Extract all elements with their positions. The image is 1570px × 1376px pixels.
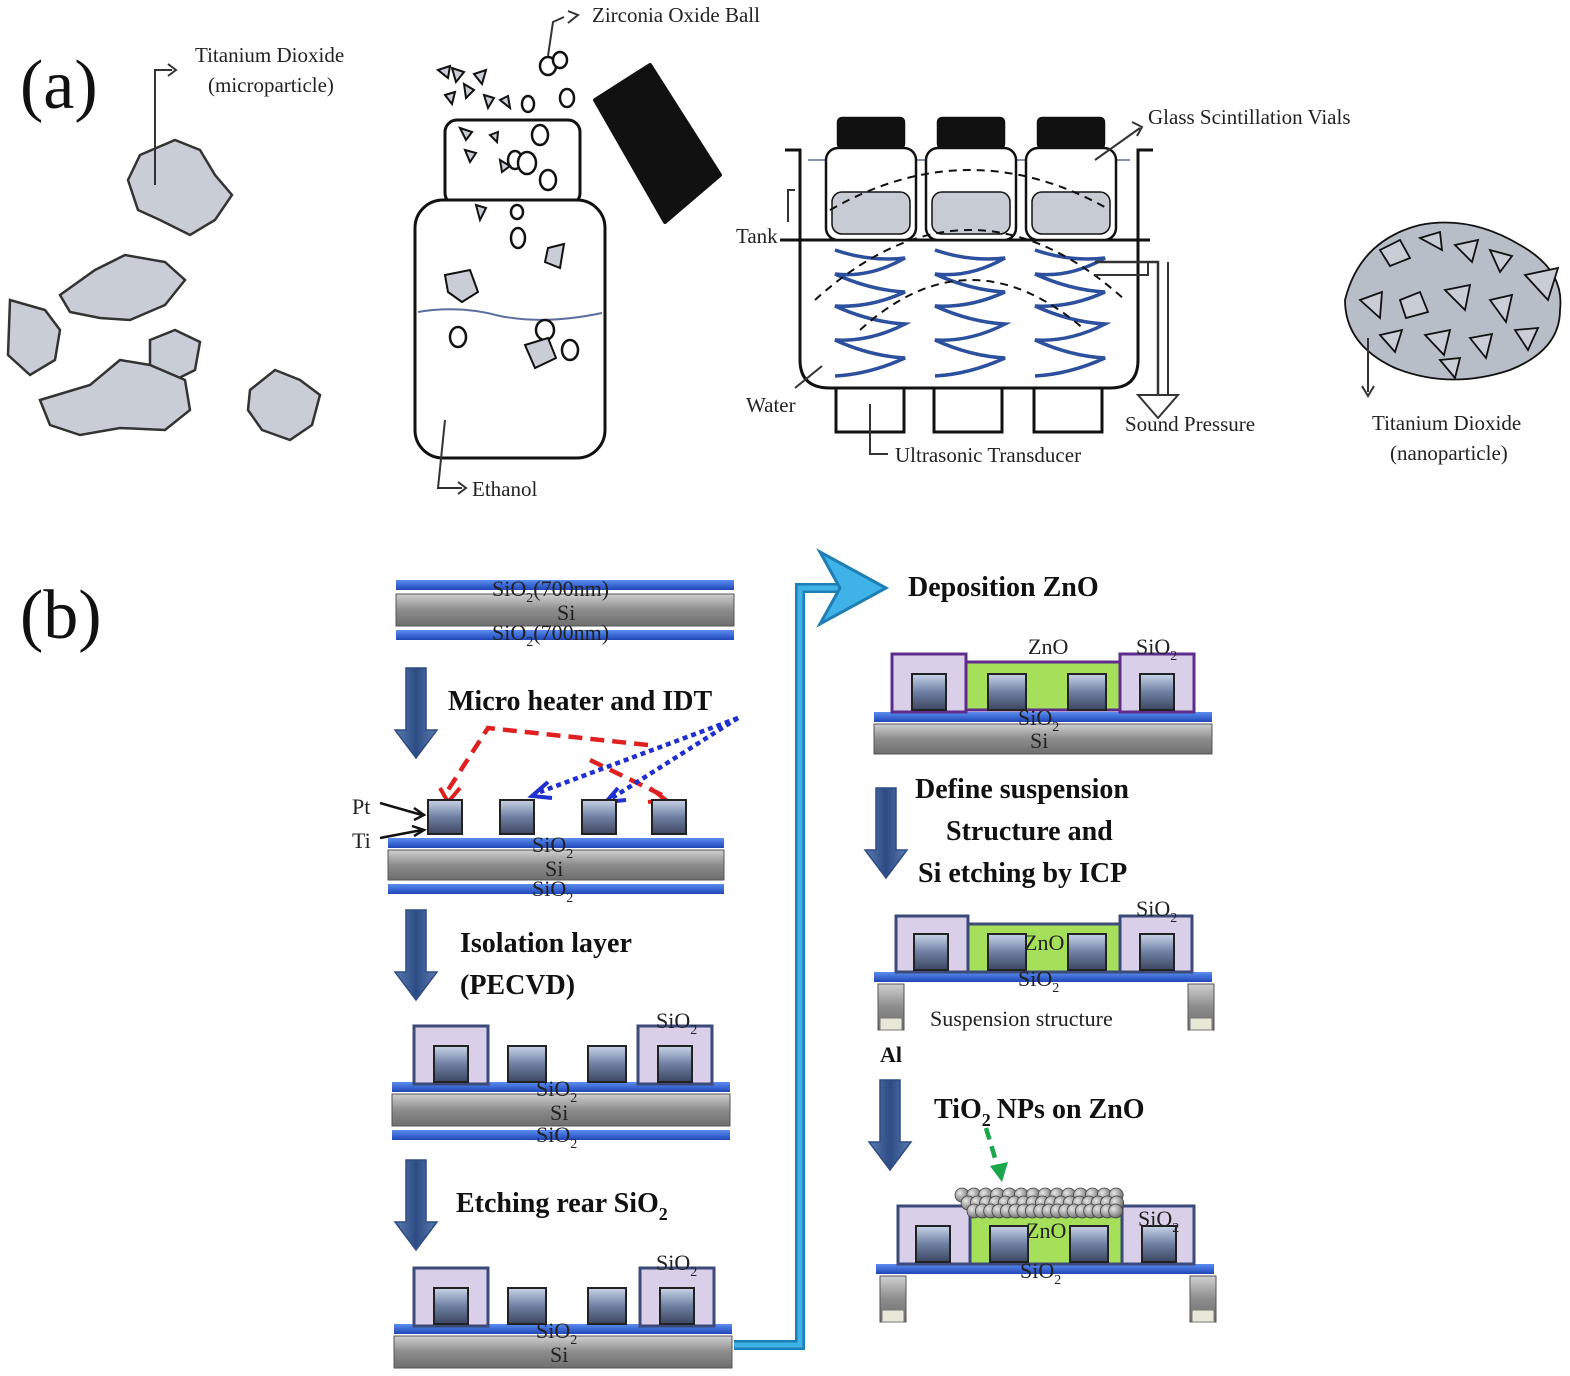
ethanol-label: Ethanol (472, 477, 537, 501)
powder-fragments (435, 64, 566, 370)
s5-si-label: Si (1030, 728, 1048, 753)
np-arrowhead (990, 1162, 1008, 1182)
ti-pointer (379, 824, 427, 840)
vials-label: Glass Scintillation Vials (1148, 105, 1351, 129)
leader-line (787, 189, 795, 222)
stage-nanoparticles (876, 1204, 1217, 1323)
s1-bottom-label: SiO2(700nm) (492, 620, 609, 650)
stage-isolation (391, 1024, 731, 1140)
s3-sio2-top-label: SiO2 (536, 1076, 577, 1106)
nanoparticle (1108, 1203, 1124, 1219)
transducer-label: Ultrasonic Transducer (895, 443, 1081, 467)
step-rear-label: Etching rear SiO2 (456, 1188, 668, 1224)
s5-sio2-label: SiO2 (1018, 705, 1059, 735)
leader-line (436, 419, 462, 489)
leader-line (1094, 127, 1141, 161)
water-label: Water (746, 393, 796, 417)
s2-si-label: Si (545, 856, 563, 881)
process-down-arrows-right (863, 787, 913, 1172)
s5-zno-label: ZnO (1028, 634, 1068, 659)
step-isolation-label-2: (PECVD) (460, 970, 575, 1001)
sound-pressure-arrow (1095, 260, 1160, 405)
pt-pointer (379, 801, 427, 822)
stage-substrate (395, 580, 735, 640)
sound-pressure-arrowhead (1135, 394, 1181, 420)
tank-label: Tank (736, 224, 778, 248)
tio2-nanoparticles (1344, 221, 1562, 381)
leader-line (154, 69, 172, 185)
s4-sio2-label: SiO2 (536, 1318, 577, 1348)
step-zno-label: Deposition ZnO (908, 572, 1099, 603)
s3-si-label: Si (550, 1100, 568, 1125)
panel-b-label: (b) (20, 577, 102, 654)
process-down-arrows (393, 667, 439, 1252)
jar-lid (593, 63, 722, 224)
s2-sio2-bottom-label: SiO2 (532, 876, 573, 906)
leader-arrowhead (1361, 385, 1375, 398)
tio2-np-cluster (954, 1187, 1125, 1219)
s1-top-label: SiO2(700nm) (492, 576, 609, 606)
leader-line (869, 404, 888, 455)
s5-sio2-tag: SiO2 (1136, 634, 1177, 664)
s3-sio2-bottom-label: SiO2 (536, 1122, 577, 1152)
heater-arrow-left (446, 725, 649, 792)
tio2-micro-label-1: Titanium Dioxide (195, 43, 344, 67)
sound-pressure-label: Sound Pressure (1125, 412, 1255, 436)
step-suspension-label-3: Si etching by ICP (918, 858, 1127, 889)
s7-sio2-tag: SiO2 (1138, 1206, 1179, 1236)
step-suspension-label-2: Structure and (946, 816, 1113, 847)
stage-rear-etch (393, 1266, 733, 1369)
idt-arrowhead-left (527, 780, 553, 800)
ball-mill-jar (413, 118, 607, 460)
tio2-micro-label-2: (microparticle) (208, 73, 334, 97)
s4-sio2-tag: SiO2 (656, 1250, 697, 1280)
leader-arrowhead (167, 63, 178, 77)
tio2-microparticles (6, 138, 322, 442)
leader-line (547, 16, 565, 57)
s6-zno-label: ZnO (1024, 930, 1064, 955)
np-arrow (983, 1127, 1001, 1169)
vial-contents (831, 191, 1111, 235)
leader-arrowhead (567, 10, 580, 24)
s3-sio2-tag: SiO2 (656, 1008, 697, 1038)
ti-label: Ti (352, 828, 371, 853)
leader-arrowhead (457, 481, 468, 495)
suspension-structure-label: Suspension structure (930, 1006, 1113, 1031)
stage-zno (873, 652, 1213, 755)
s6-sio2-tag: SiO2 (1136, 896, 1177, 926)
pressure-field-lines (814, 169, 1126, 331)
panel-a-label: (a) (20, 47, 98, 124)
step-suspension-label-1: Define suspension (915, 774, 1129, 805)
zirconia-balls (448, 50, 580, 362)
s2-sio2-top-label: SiO2 (532, 832, 573, 862)
s1-si-label: Si (557, 600, 575, 625)
ultrasonic-transducers (834, 386, 1104, 434)
transition-arrowhead (816, 548, 890, 628)
idt-arrow-right (610, 716, 740, 800)
step-isolation-label-1: Isolation layer (460, 928, 632, 959)
al-label: Al (880, 1042, 902, 1067)
transition-arrow (734, 585, 850, 1348)
s7-sio2-label: SiO2 (1020, 1258, 1061, 1288)
tio2-nano-label-2: (nanoparticle) (1390, 441, 1508, 465)
stage-suspension (874, 914, 1215, 1031)
s4-si-label: Si (550, 1342, 568, 1367)
tio2-nano-label-1: Titanium Dioxide (1372, 411, 1521, 435)
zirconia-label: Zirconia Oxide Ball (592, 3, 760, 27)
s7-zno-label: ZnO (1026, 1218, 1066, 1243)
transition-arrow-outline (734, 583, 850, 1350)
step-heater-label: Micro heater and IDT (448, 686, 712, 717)
leader-line (794, 365, 823, 389)
sound-pressure-arrow-outline (1095, 262, 1169, 395)
stage-electrodes (387, 799, 725, 894)
s6-sio2-label: SiO2 (1018, 966, 1059, 996)
leader-arrowhead (1131, 121, 1144, 137)
pt-label: Pt (352, 794, 370, 819)
